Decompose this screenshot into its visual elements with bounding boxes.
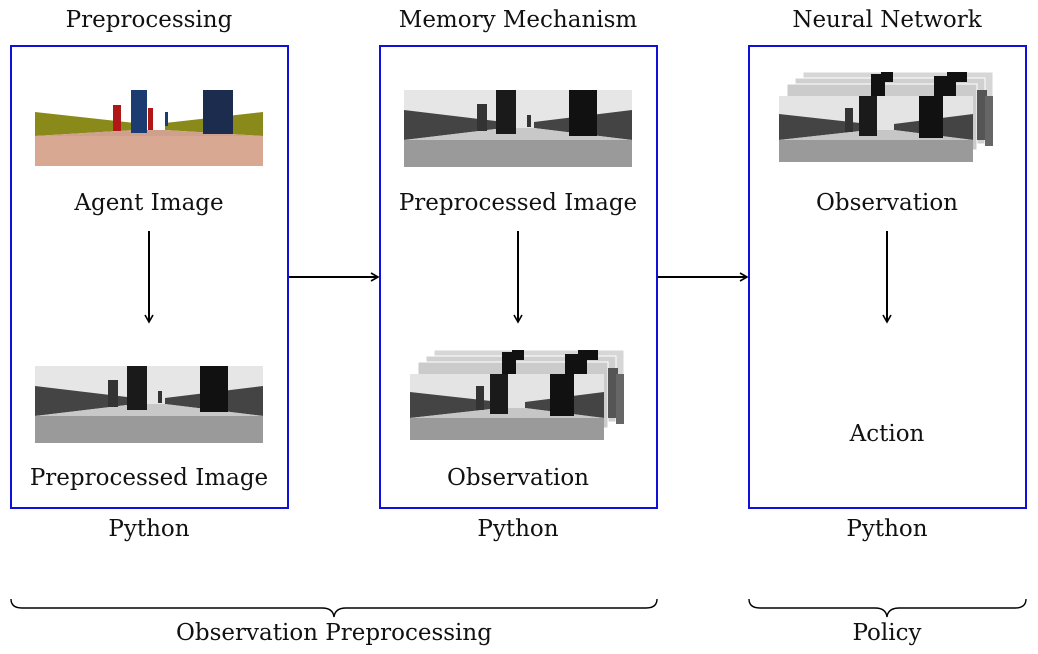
action-label: Action (849, 421, 925, 447)
agent-image-thumbnail (35, 90, 263, 166)
observation-stack-thumbnail-network (779, 72, 994, 162)
memory-mechanism-box (379, 45, 658, 509)
group-label-observation-preprocessing: Observation Preprocessing (176, 620, 492, 646)
agent-image-label: Agent Image (74, 190, 224, 216)
preprocessed-image-label-memory: Preprocessed Image (398, 190, 638, 216)
brace-policy (748, 598, 1027, 618)
stage-title-neural-network: Neural Network (792, 7, 982, 33)
stage-title-memory-mechanism: Memory Mechanism (398, 7, 638, 33)
stage-title-preprocessing: Preprocessing (65, 7, 233, 33)
observation-stack-thumbnail-memory (410, 350, 625, 440)
footer-python-preprocessing: Python (108, 516, 190, 542)
neural-network-box (748, 45, 1027, 509)
observation-label-network: Observation (816, 190, 958, 216)
group-label-policy: Policy (852, 620, 922, 646)
preprocessed-image-label: Preprocessed Image (29, 465, 269, 491)
brace-observation-preprocessing (10, 598, 658, 618)
footer-python-network: Python (846, 516, 928, 542)
preprocessing-box (10, 45, 289, 509)
preprocessed-image-thumbnail (35, 366, 263, 443)
observation-label-memory: Observation (447, 465, 589, 491)
footer-python-memory: Python (477, 516, 559, 542)
preprocessed-image-thumbnail-memory (404, 90, 632, 167)
